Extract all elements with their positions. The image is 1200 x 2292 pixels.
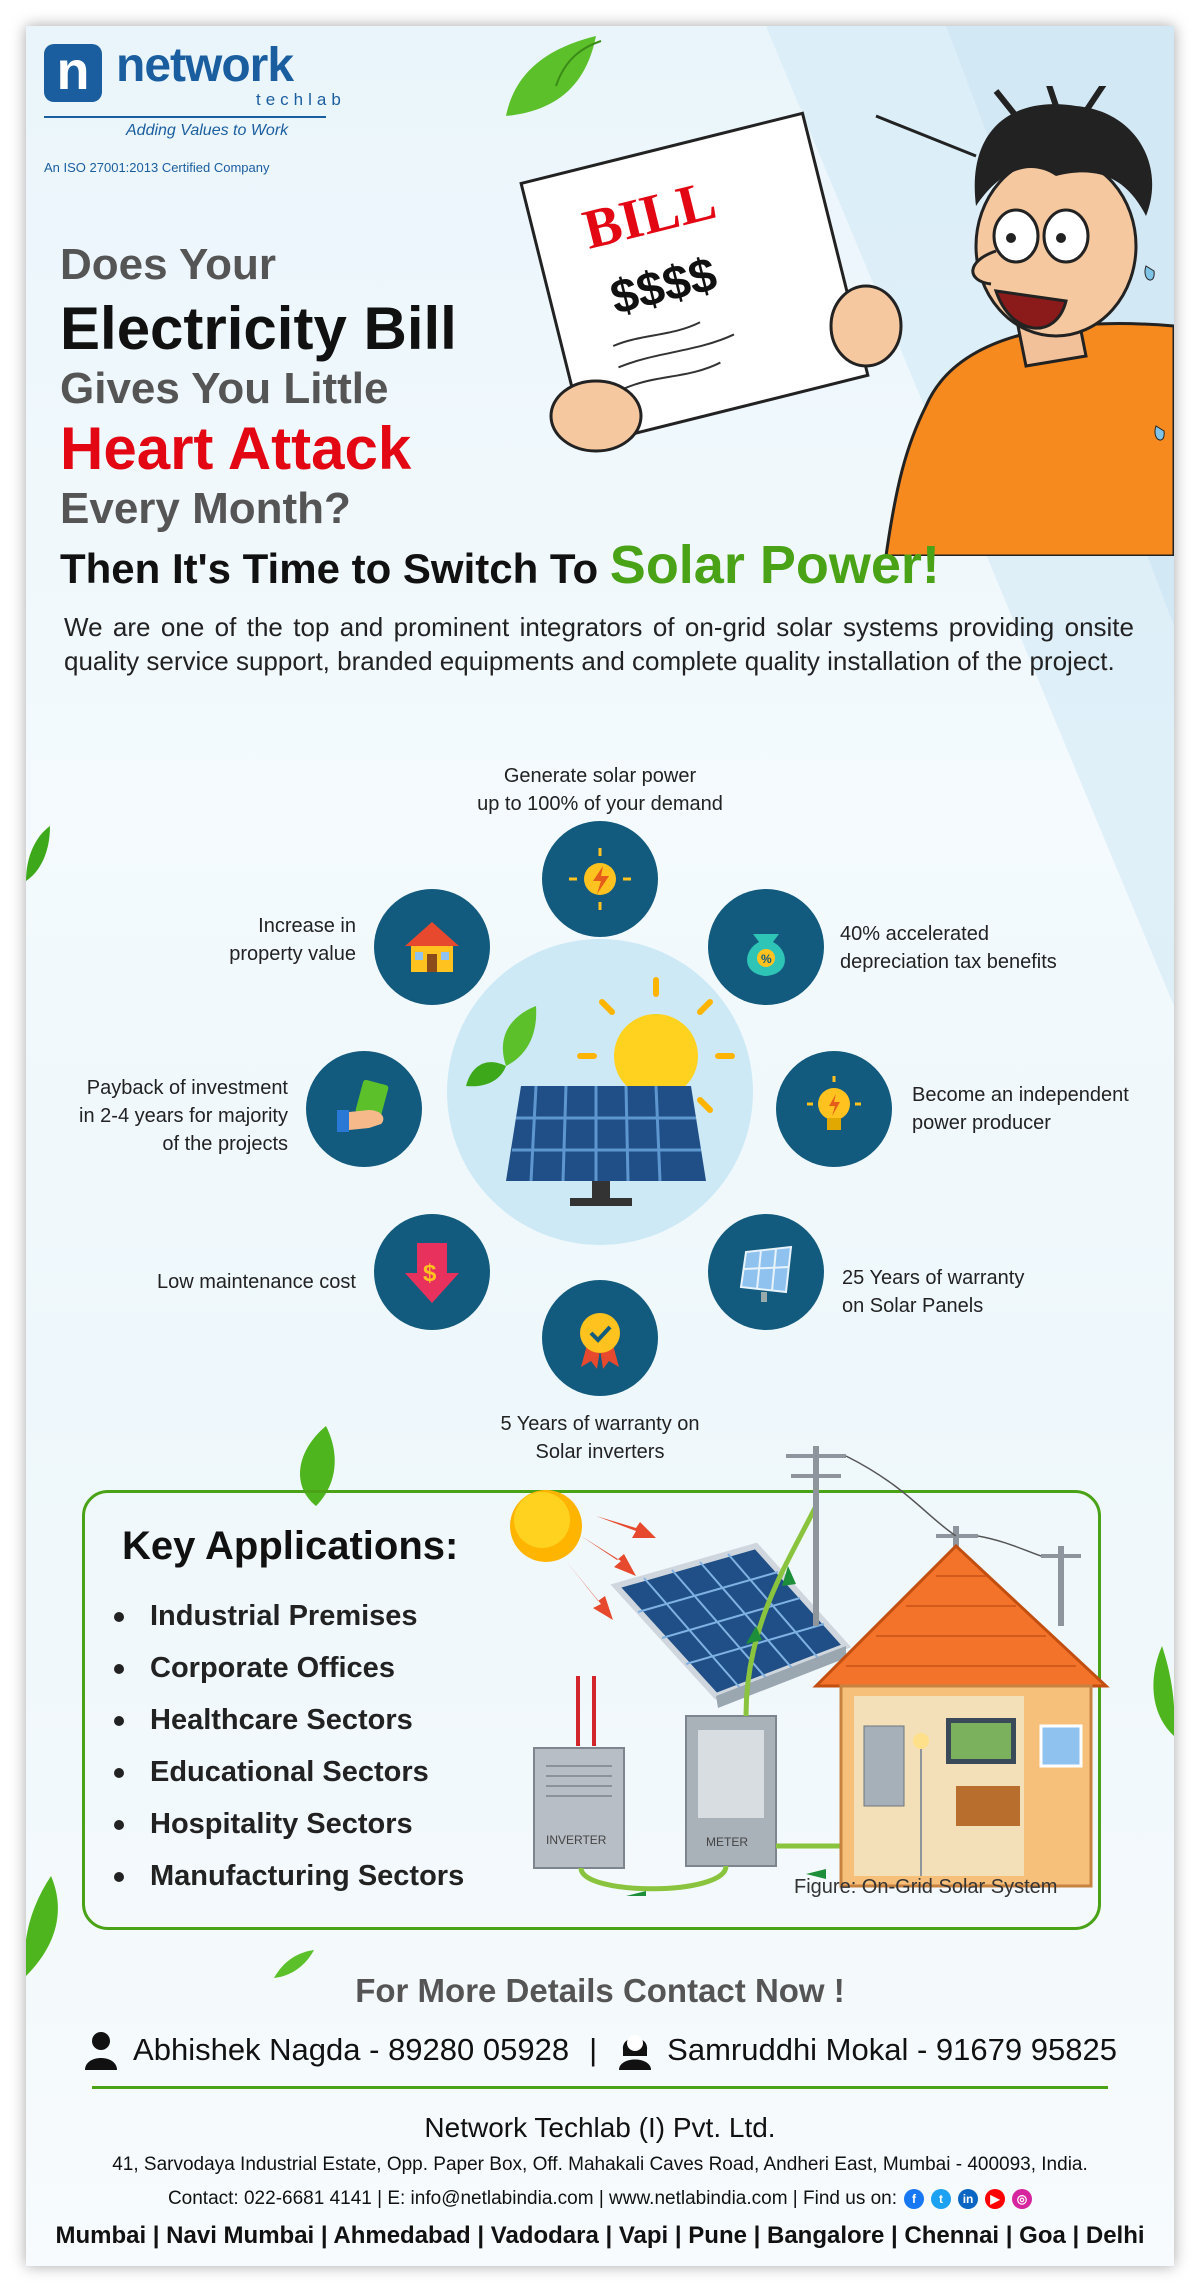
benefit-generate-label: Generate solar power up to 100% of your …	[477, 765, 723, 815]
headline-line-5: Every Month?	[60, 484, 351, 533]
contact-person-1: Abhishek Nagda - 89280 05928	[133, 2032, 570, 2067]
leaf-decoration-left	[26, 826, 50, 881]
list-item: Healthcare Sectors	[114, 1694, 464, 1746]
maintenance-cost-icon: $	[374, 1214, 490, 1330]
intro-paragraph: We are one of the top and prominent inte…	[64, 612, 1134, 676]
leaf-decoration-small	[274, 1950, 314, 1978]
figure-caption: Figure: On-Grid Solar System	[794, 1876, 1058, 1898]
contact-persons: Abhishek Nagda - 89280 05928 | Samruddhi…	[26, 2030, 1174, 2070]
shocked-man-illustration: BILL $$$$	[519, 86, 1174, 556]
switch-headline: Then It's Time to Switch To Solar Power!	[60, 534, 940, 596]
person-female-icon	[619, 2035, 652, 2070]
meter-label: METER	[706, 1835, 748, 1849]
headline-line-3: Gives You Little	[60, 364, 389, 413]
on-grid-solar-system-illustration: INVERTER METER	[510, 1446, 1110, 1896]
contact-separator: |	[589, 2032, 598, 2067]
independent-producer-icon	[776, 1051, 892, 1167]
list-item: Hospitality Sectors	[114, 1798, 464, 1850]
switch-text: Then It's Time to Switch To	[60, 545, 599, 592]
key-applications-box	[82, 1490, 1101, 1930]
logo-tagline: Adding Values to Work	[126, 122, 289, 139]
list-item: Corporate Offices	[114, 1642, 464, 1694]
logo-subname: techlab	[256, 90, 346, 109]
solar-panel-sun-icon	[466, 977, 735, 1206]
linkedin-icon[interactable]: in	[958, 2189, 979, 2209]
benefit-maintenance-label: Low maintenance cost	[156, 1271, 356, 1293]
solar-panel-warranty-icon	[708, 1214, 824, 1330]
iso-certification: An ISO 27001:2013 Certified Company	[44, 160, 270, 175]
generate-power-icon	[542, 821, 658, 937]
list-item: Educational Sectors	[114, 1746, 464, 1798]
leaf-decoration-mid	[299, 1426, 335, 1506]
svg-text:$: $	[423, 1260, 437, 1287]
contact-details: Contact: 022-6681 4141 | E: info@netlabi…	[167, 2188, 898, 2209]
tax-benefit-icon: %	[708, 889, 824, 1005]
contact-heading: For More Details Contact Now !	[355, 1972, 845, 2009]
twitter-icon[interactable]: t	[931, 2189, 952, 2209]
contact-line: Contact: 022-6681 4141 | E: info@netlabi…	[26, 2188, 1174, 2210]
payback-investment-icon	[306, 1051, 422, 1167]
office-cities: Mumbai | Navi Mumbai | Ahmedabad | Vadod…	[55, 2222, 1145, 2249]
benefit-inverter-warranty-label: 5 Years of warranty on Solar inverters	[500, 1413, 700, 1463]
benefit-panel-warranty-label: 25 Years of warranty on Solar Panels	[842, 1267, 1025, 1317]
inverter-warranty-icon	[542, 1280, 658, 1396]
facebook-icon[interactable]: f	[904, 2189, 925, 2209]
key-applications-list: Industrial Premises Corporate Offices He…	[114, 1590, 464, 1902]
logo-divider	[44, 116, 326, 118]
headline-line-1: Does Your	[60, 240, 276, 289]
leaf-decoration-top	[506, 36, 602, 116]
company-address: 41, Sarvodaya Industrial Estate, Opp. Pa…	[112, 2154, 1088, 2175]
inverter-label: INVERTER	[546, 1833, 607, 1847]
logo-name: network	[116, 39, 294, 92]
benefit-payback-label: Payback of investment in 2-4 years for m…	[79, 1077, 288, 1155]
key-applications-title: Key Applications:	[122, 1524, 459, 1568]
contact-person-2: Samruddhi Mokal - 91679 95825	[667, 2032, 1117, 2067]
list-item: Industrial Premises	[114, 1590, 464, 1642]
headline-line-4: Heart Attack	[60, 415, 412, 482]
person-icon	[85, 2032, 118, 2070]
footer-divider	[92, 2086, 1108, 2089]
company-name: Network Techlab (I) Pvt. Ltd.	[424, 2112, 776, 2143]
logo-mark: n	[44, 44, 102, 102]
leaf-decoration-bottom-left	[26, 1876, 58, 1976]
instagram-icon[interactable]: ◎	[1012, 2189, 1033, 2209]
solar-power-highlight: Solar Power!	[609, 535, 940, 595]
svg-text:%: %	[761, 952, 772, 966]
benefit-independent-label: Become an independent power producer	[912, 1084, 1129, 1134]
list-item: Manufacturing Sectors	[114, 1850, 464, 1902]
leaf-decoration-right	[1153, 1646, 1174, 1736]
youtube-icon[interactable]: ▶	[985, 2189, 1006, 2209]
benefit-property-label: Increase in property value	[229, 915, 356, 965]
headline-line-2: Electricity Bill	[60, 295, 457, 362]
benefit-depreciation-label: 40% accelerated depreciation tax benefit…	[840, 923, 1057, 973]
infographic-card: n network techlab Adding Values to Work …	[26, 26, 1174, 2266]
property-value-icon	[374, 889, 490, 1005]
